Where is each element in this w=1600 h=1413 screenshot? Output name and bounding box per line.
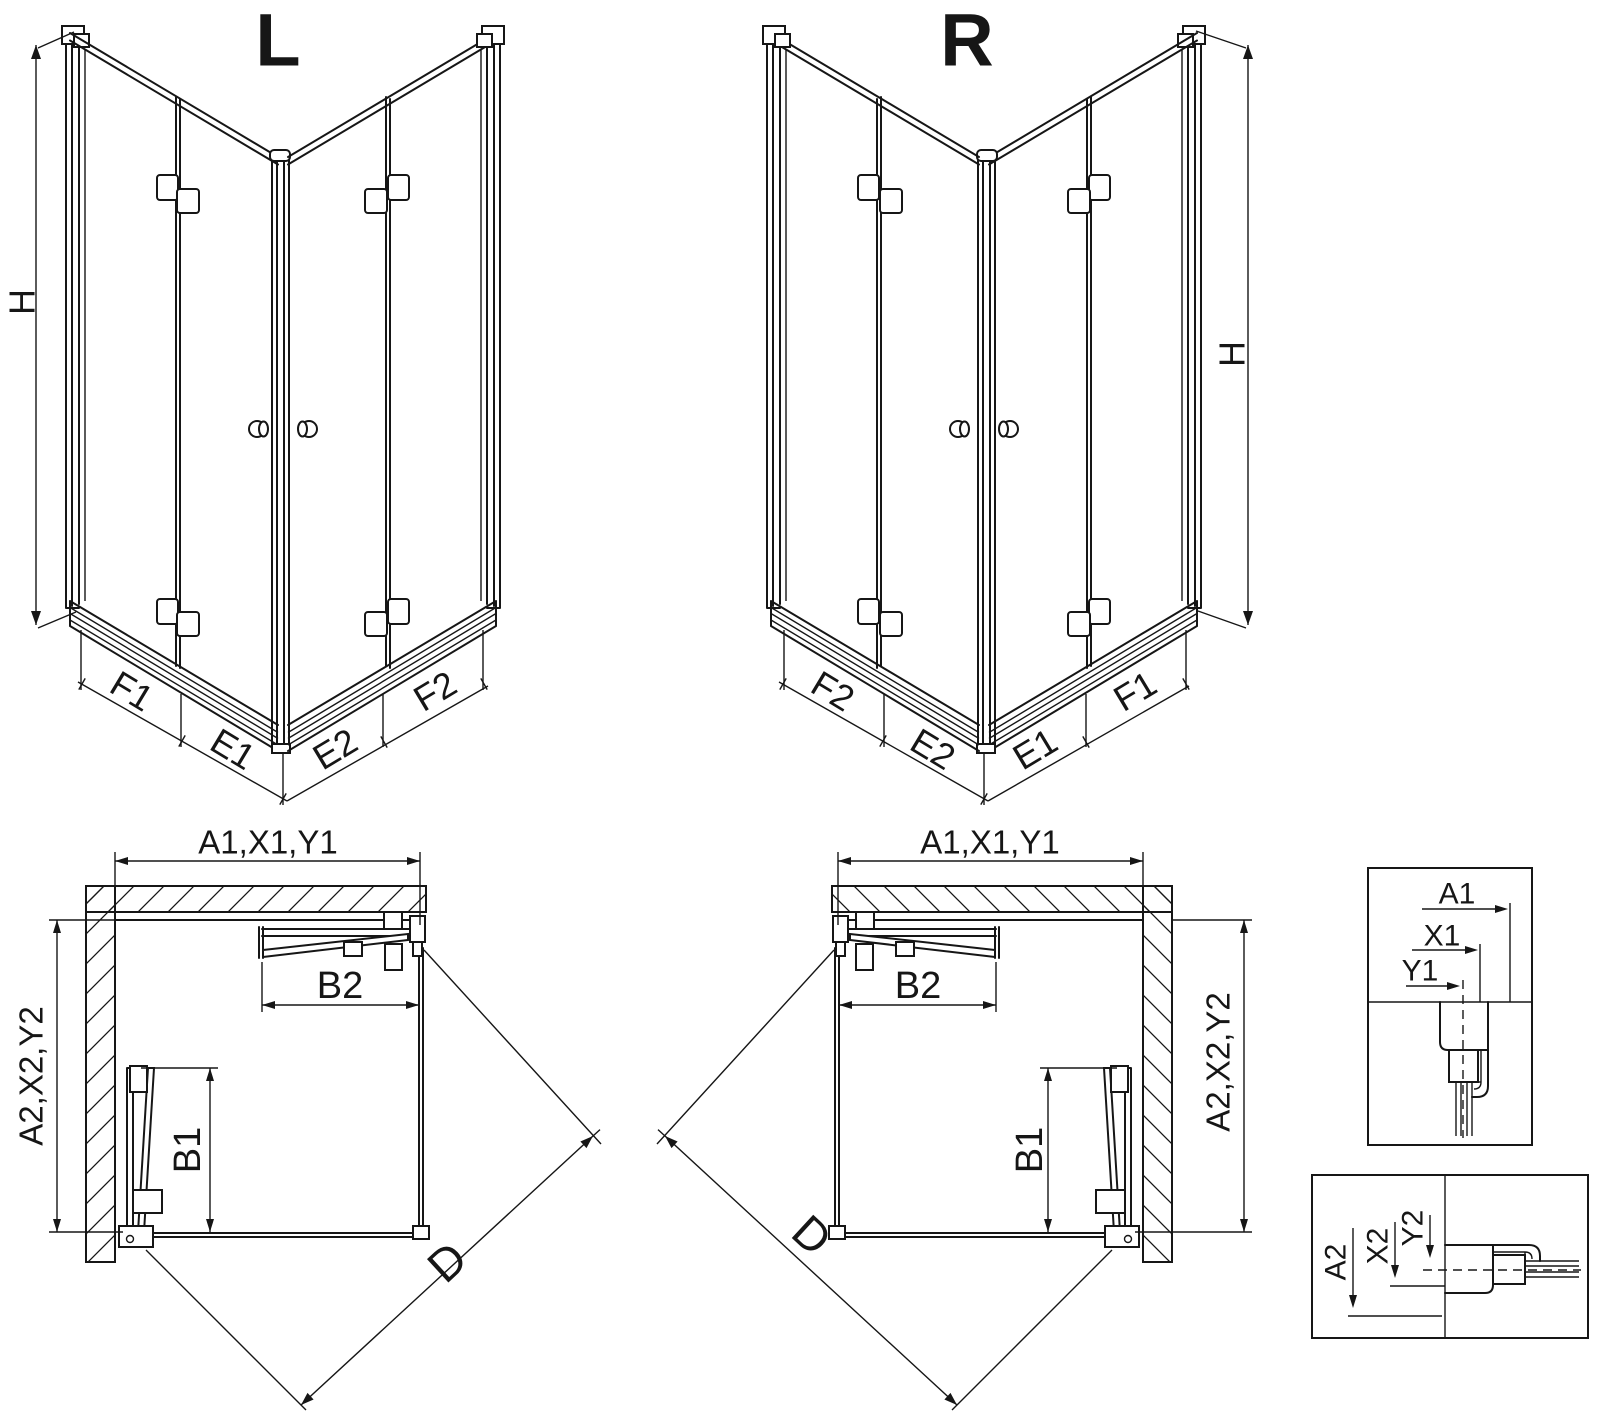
dim-label-a2: A2 <box>1320 1244 1353 1281</box>
dim-label-a1: A1 <box>1439 878 1476 911</box>
dim-label-a1x1y1: A1,X1,Y1 <box>920 824 1059 861</box>
dimension-a2-right: A2,X2,Y2 <box>1135 919 1252 1233</box>
dim-label-b1: B1 <box>1009 1127 1051 1173</box>
dim-label-y1: Y1 <box>1402 955 1439 988</box>
dimension-a2-left: A2,X2,Y2 <box>13 919 123 1233</box>
plan-left-view: A1,X1,Y1 A2,X2,Y2 B2 B1 D <box>13 824 602 1411</box>
dimension-b1-left: B1 <box>141 1067 218 1232</box>
dim-label-x1: X1 <box>1424 920 1461 953</box>
dimension-h-right: H <box>1195 30 1253 629</box>
dim-label-y2: Y2 <box>1397 1210 1430 1247</box>
dimension-a1-right: A1,X1,Y1 <box>837 824 1144 925</box>
iso-right-label: R <box>940 0 993 82</box>
dim-label-a2x2y2: A2,X2,Y2 <box>1200 992 1237 1131</box>
plan-right-view: A1,X1,Y1 A2,X2,Y2 B2 B1 D <box>656 824 1252 1411</box>
dimension-a1-left: A1,X1,Y1 <box>114 824 421 925</box>
detail-box-top: A1 X1 Y1 <box>1367 867 1533 1146</box>
dim-label-a2x2y2: A2,X2,Y2 <box>13 1006 50 1145</box>
iso-left-label: L <box>255 0 300 82</box>
dim-label-b2: B2 <box>317 965 363 1007</box>
dim-label-x2: X2 <box>1362 1228 1395 1265</box>
dim-label-a1x1y1: A1,X1,Y1 <box>198 824 337 861</box>
dim-label-b2: B2 <box>895 965 941 1007</box>
dim-label-b1: B1 <box>167 1127 209 1173</box>
dimension-b1-right: B1 <box>1009 1067 1117 1232</box>
detail-box-bottom: A2 X2 Y2 <box>1311 1174 1589 1339</box>
dimension-h-left: H <box>2 31 77 629</box>
dimension-b2-right: B2 <box>839 962 997 1012</box>
dim-label-h: H <box>2 289 43 315</box>
dim-label-h: H <box>1212 341 1253 367</box>
dimension-b2-left: B2 <box>261 962 419 1012</box>
